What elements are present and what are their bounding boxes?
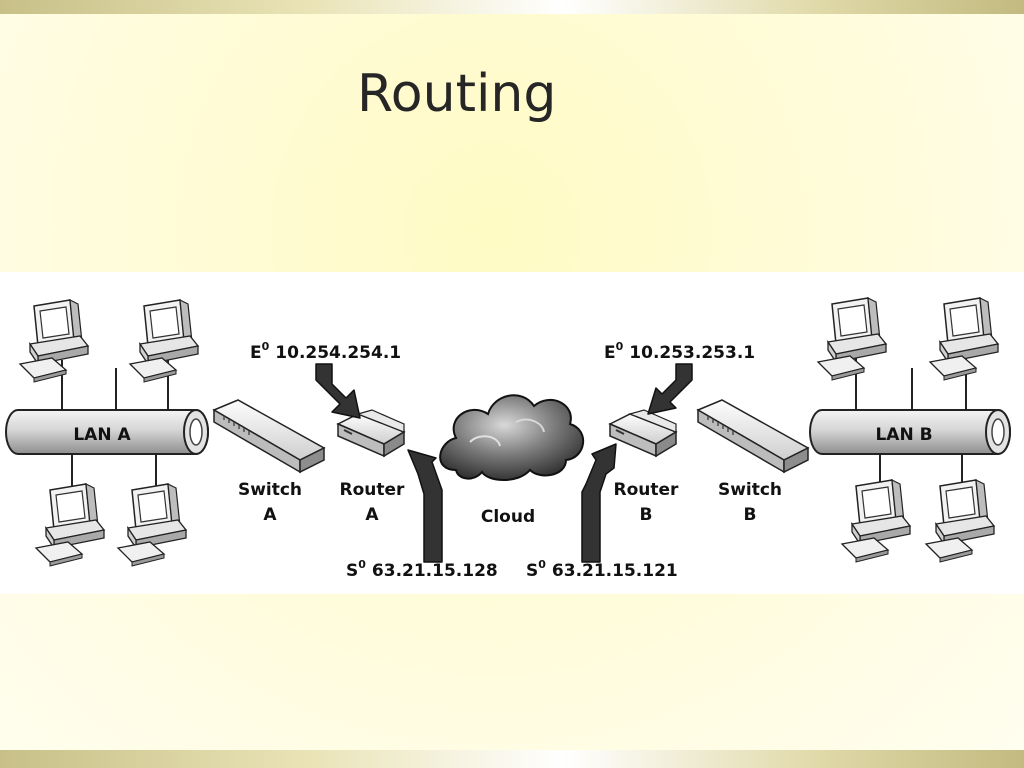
computer-icon <box>929 297 999 381</box>
router-b-icon <box>609 409 677 457</box>
switch-b-icon <box>697 399 809 473</box>
arrow-icon <box>407 449 443 563</box>
switch-b-label: Switch <box>718 480 782 500</box>
computer-icon <box>19 299 89 383</box>
lan-a-network: LAN A <box>5 299 209 567</box>
router-b-label: B <box>640 505 653 525</box>
arrow-icon <box>315 363 361 419</box>
router-a-label: A <box>365 505 379 525</box>
arrow-icon <box>581 443 617 563</box>
lan-b-label: LAN B <box>875 425 932 445</box>
switch-a-icon <box>213 399 325 473</box>
switch-a-label: Switch <box>238 480 302 500</box>
bottom-decor-band <box>0 750 1024 768</box>
top-decor-band <box>0 0 1024 14</box>
computer-icon <box>35 483 105 567</box>
router-a-icon <box>337 409 405 457</box>
slide-title: Routing <box>357 64 557 124</box>
switch-a-label: A <box>263 505 277 525</box>
network-diagram: LAN A LAN B <box>0 272 1024 594</box>
lan-a-label: LAN A <box>73 425 131 445</box>
router-b-label: Router <box>614 480 680 500</box>
cloud-label: Cloud <box>481 507 535 527</box>
computer-icon <box>841 479 911 563</box>
computer-icon <box>925 479 995 563</box>
lan-b-network: LAN B <box>809 297 1011 563</box>
arrow-icon <box>647 363 693 415</box>
computer-icon <box>817 297 887 381</box>
computer-icon <box>129 299 199 383</box>
switch-b-label: B <box>744 505 757 525</box>
router-a-label: Router <box>340 480 406 500</box>
computer-icon <box>117 483 187 567</box>
cloud-icon <box>439 394 585 481</box>
